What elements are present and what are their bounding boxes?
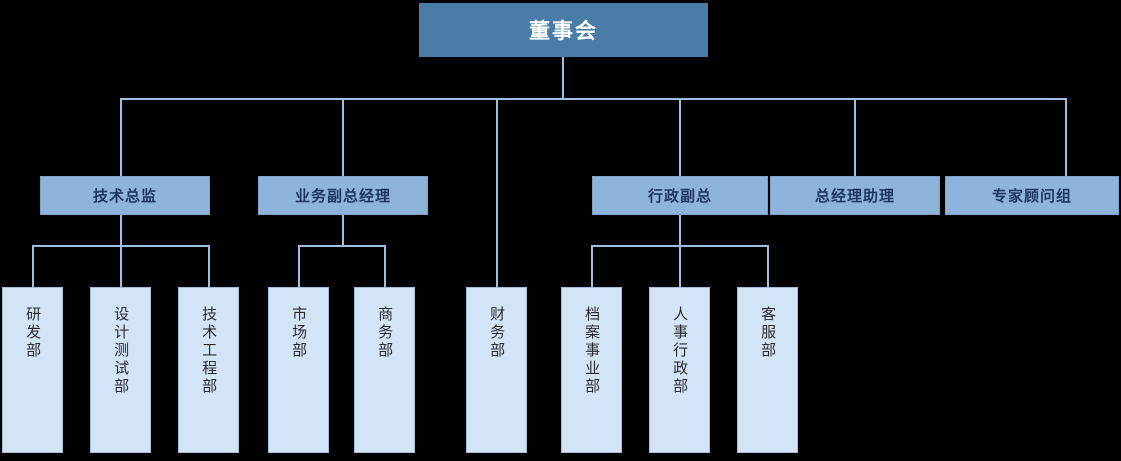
node-label: 设计测试部 <box>112 306 130 396</box>
connector-stem-admin-vp <box>679 215 681 246</box>
node-customer-service-dept[interactable]: 客服部 <box>737 287 798 453</box>
node-finance-dept[interactable]: 财务部 <box>466 287 527 453</box>
node-rd-dept[interactable]: 研发部 <box>2 287 63 453</box>
node-label: 技术总监 <box>92 188 157 205</box>
node-label: 总经理助理 <box>814 188 895 205</box>
connector-drop-hr-admin-dept <box>679 245 681 287</box>
node-label: 客服部 <box>759 306 777 360</box>
connector-stem-business-vp <box>342 215 344 246</box>
connector-drop-archives-dept <box>591 245 593 287</box>
node-gm-assistant[interactable]: 总经理助理 <box>770 176 940 215</box>
connector-stem-tech-director <box>120 215 122 246</box>
node-label: 财务部 <box>488 306 506 360</box>
node-marketing-dept[interactable]: 市场部 <box>268 287 329 453</box>
connector-drop-commerce-dept <box>384 245 386 287</box>
node-label: 行政副总 <box>647 188 712 205</box>
connector-drop-finance-direct <box>496 98 498 287</box>
node-label: 人事行政部 <box>671 306 689 396</box>
connector-level2-bus <box>120 98 1066 100</box>
node-business-vp[interactable]: 业务副总经理 <box>258 176 428 215</box>
connector-drop-admin-vp <box>679 98 681 176</box>
connector-drop-tech-engineering-dept <box>208 245 210 287</box>
node-label: 商务部 <box>376 306 394 360</box>
node-tech-director[interactable]: 技术总监 <box>40 176 210 215</box>
connector-drop-gm-assistant <box>854 98 856 176</box>
connector-drop-business-vp <box>342 98 344 176</box>
node-label: 专家顾问组 <box>991 188 1072 205</box>
node-design-test-dept[interactable]: 设计测试部 <box>90 287 151 453</box>
node-label: 档案事业部 <box>583 306 601 396</box>
node-label: 研发部 <box>24 306 42 360</box>
connector-drop-tech-director <box>120 98 122 176</box>
connector-drop-marketing-dept <box>298 245 300 287</box>
node-label: 董事会 <box>529 20 598 43</box>
node-label: 市场部 <box>290 306 308 360</box>
node-commerce-dept[interactable]: 商务部 <box>354 287 415 453</box>
node-archives-dept[interactable]: 档案事业部 <box>561 287 622 453</box>
connector-root-stem <box>562 57 564 99</box>
node-label: 业务副总经理 <box>294 188 391 205</box>
node-board-of-directors[interactable]: 董事会 <box>419 3 708 57</box>
node-label: 技术工程部 <box>200 306 218 396</box>
connector-drop-design-test-dept <box>120 245 122 287</box>
connector-bus-business-vp <box>298 245 386 247</box>
connector-drop-expert-group <box>1065 98 1067 176</box>
connector-drop-rd-dept <box>32 245 34 287</box>
node-hr-admin-dept[interactable]: 人事行政部 <box>649 287 710 453</box>
connector-drop-customer-service-dept <box>767 245 769 287</box>
node-admin-vp[interactable]: 行政副总 <box>592 176 768 215</box>
node-expert-advisory-group[interactable]: 专家顾问组 <box>945 176 1119 215</box>
node-tech-engineering-dept[interactable]: 技术工程部 <box>178 287 239 453</box>
